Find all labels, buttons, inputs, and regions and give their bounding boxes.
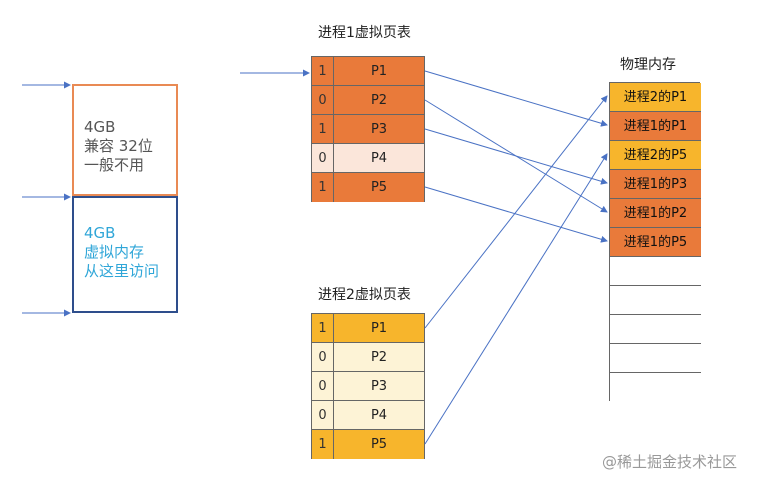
memory-title: 物理内存	[620, 57, 676, 73]
memory-frame: 进程1的P2	[610, 199, 701, 228]
page-table-row: 0 P2	[312, 86, 424, 115]
present-bit: 1	[312, 115, 334, 144]
watermark: @稀土掘金技术社区	[602, 453, 738, 471]
arrow-p1-5	[424, 186, 608, 243]
present-bit: 1	[312, 173, 334, 202]
memory-frame: 进程1的P3	[610, 170, 701, 199]
arrow-p2-5	[424, 153, 608, 445]
page-name: P2	[370, 350, 388, 365]
vm-box-line-3: 从这里访问	[84, 262, 160, 280]
page-table-row: 0 P4	[312, 144, 424, 173]
vm-box-line-2: 虚拟内存	[84, 243, 145, 261]
present-bit: 1	[312, 57, 334, 86]
page-name: P4	[370, 408, 388, 423]
page-table-row: 0 P3	[312, 372, 424, 401]
virtual-memory-box: 4GB 虚拟内存 从这里访问	[72, 196, 178, 313]
memory-frame: 进程2的P5	[610, 141, 701, 170]
compat-box-line-2: 兼容 32位	[84, 137, 153, 155]
present-bit: 1	[312, 430, 334, 459]
present-bit: 1	[312, 314, 334, 343]
memory-frame: 进程2的P1	[610, 83, 701, 112]
present-bit: 0	[312, 343, 334, 372]
present-bit: 0	[312, 86, 334, 115]
arrow-p1-3	[424, 128, 608, 185]
page-name: P5	[370, 437, 388, 452]
arrow-p2-1	[424, 95, 608, 329]
memory-frame	[610, 373, 701, 402]
page-name: P1	[370, 64, 388, 79]
page-name: P3	[370, 122, 388, 137]
page-name: P4	[370, 151, 388, 166]
page-table-row: 0 P4	[312, 401, 424, 430]
table1-title: 进程1虚拟页表	[318, 25, 411, 41]
page-name: P3	[370, 379, 388, 394]
memory-frame: 进程1的P1	[610, 112, 701, 141]
arrow-p1-1	[424, 70, 608, 127]
memory-frame	[610, 344, 701, 373]
page-table-row: 1 P5	[312, 173, 424, 202]
compat-32bit-box: 4GB 兼容 32位 一般不用	[72, 84, 178, 196]
page-table-row: 1 P3	[312, 115, 424, 144]
vm-box-line-1: 4GB	[84, 224, 116, 242]
memory-frame	[610, 315, 701, 344]
compat-box-line-3: 一般不用	[84, 156, 145, 174]
page-name: P1	[370, 321, 388, 336]
page-table-row: 1 P5	[312, 430, 424, 459]
present-bit: 0	[312, 144, 334, 173]
memory-frame	[610, 286, 701, 315]
page-name: P2	[370, 93, 388, 108]
memory-frame	[610, 257, 701, 286]
present-bit: 0	[312, 401, 334, 430]
page-name: P5	[370, 180, 388, 195]
page-table-row: 0 P2	[312, 343, 424, 372]
page-table-row: 1 P1	[312, 57, 424, 86]
compat-box-line-1: 4GB	[84, 118, 116, 136]
memory-frame: 进程1的P5	[610, 228, 701, 257]
page-table-row: 1 P1	[312, 314, 424, 343]
table2-title: 进程2虚拟页表	[318, 287, 411, 303]
present-bit: 0	[312, 372, 334, 401]
